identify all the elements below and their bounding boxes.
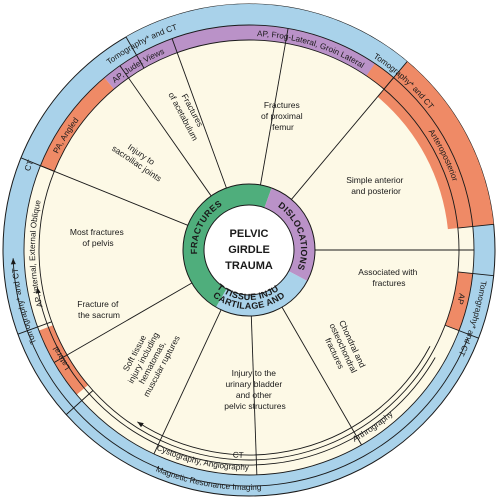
segment-sacrum: Fracture of the sacrum (77, 299, 120, 320)
segment-divider (119, 65, 212, 197)
band-pa-angled (40, 77, 115, 172)
ring-divider (457, 223, 494, 229)
band-antero-deep (377, 77, 473, 230)
segment-divider (40, 165, 188, 226)
segment-divider (53, 282, 193, 363)
ring-divider (457, 271, 494, 277)
arrow-mri (12, 258, 469, 487)
band-antero-outer (383, 61, 494, 229)
ring-divider (17, 321, 52, 335)
band-top-blue (126, 3, 408, 77)
arrow-ct (137, 346, 431, 456)
ring-divider (125, 36, 145, 69)
segment-pelvis: Most fractures of pelvis (70, 227, 126, 248)
segment-divider (281, 306, 362, 446)
arrow-mri-head (10, 258, 16, 265)
arrow-ct-head (137, 421, 144, 428)
label-ct-left-top: CT (23, 159, 35, 173)
arrow-cystography-head (35, 287, 41, 294)
segment-simple-dislocation: Simple anterior and posterior (346, 175, 406, 196)
hub-circle (203, 204, 295, 296)
segment-associated-fractures: Associated with fractures (358, 267, 419, 288)
ring-divider (444, 324, 479, 339)
label-ap-right: AP (455, 293, 466, 306)
ring-divider (65, 390, 94, 415)
segment-divider (291, 77, 394, 200)
segment-divider (260, 28, 289, 186)
band-frog-groin (241, 25, 375, 76)
band-ap-internal (23, 165, 55, 331)
segment-bladder: Injury to the urinary bladder and other … (224, 368, 285, 411)
hub-band-fractures (182, 183, 272, 308)
segment-femur: Fractures of proximal femur (261, 100, 305, 132)
hub: PELVIC GIRDLE TRAUMA (203, 204, 295, 296)
hub-title-line-3: TRAUMA (225, 260, 273, 272)
label-ct-bottom: CT (233, 450, 244, 460)
band-ap-right (445, 271, 473, 331)
hub-title-line-2: GIRDLE (228, 244, 270, 256)
imaging-arrows (10, 258, 469, 487)
ring-divider (20, 157, 55, 172)
arrow-cystography (36, 287, 436, 466)
ring-divider (383, 61, 408, 90)
ring-dividers (17, 24, 494, 476)
segment-divider (250, 315, 258, 475)
segment-divider (171, 38, 227, 189)
segment-divider (153, 309, 222, 455)
hub-title-line-1: PELVIC (230, 228, 269, 240)
